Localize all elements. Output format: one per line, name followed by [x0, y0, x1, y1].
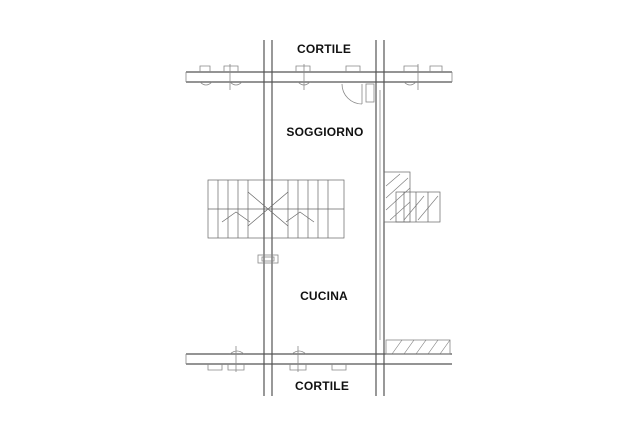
bottom-facade-wall [185, 346, 452, 372]
duct-box [257, 254, 279, 264]
label-living-room: SOGGIORNO [286, 125, 363, 139]
label-kitchen: CUCINA [300, 289, 348, 303]
bottom-right-hatch [385, 339, 451, 355]
right-staircase [383, 171, 441, 223]
label-top-courtyard: CORTILE [297, 42, 351, 56]
left-staircase [207, 179, 345, 239]
top-facade-wall [185, 64, 453, 90]
left-party-wall [263, 40, 273, 396]
entrance-door [341, 83, 375, 105]
right-party-wall [375, 40, 385, 396]
label-bottom-courtyard: CORTILE [295, 379, 349, 393]
